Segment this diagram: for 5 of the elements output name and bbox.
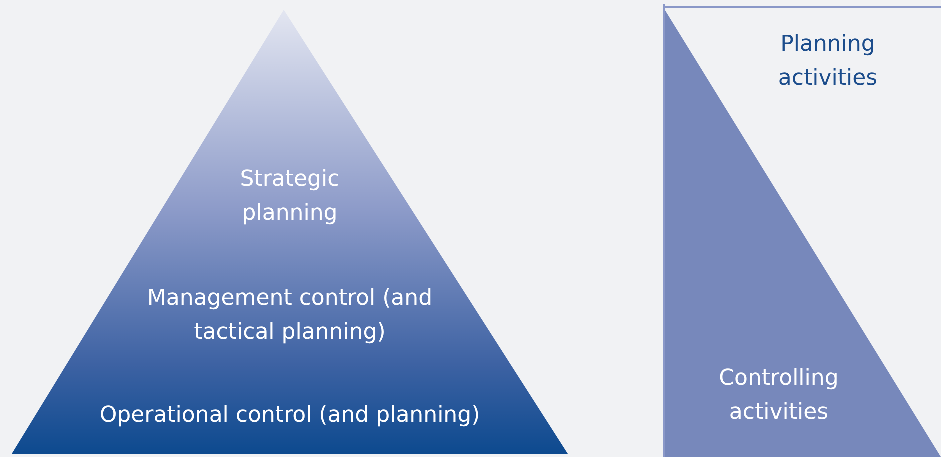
activity-label: Controlling activities	[718, 365, 840, 427]
activity-label: Planning activities	[777, 31, 879, 93]
level-label: Strategic planning	[239, 166, 341, 228]
level-label: Management control (and tactical planning)	[146, 285, 434, 347]
level-label: Operational control (and planning)	[98, 402, 482, 430]
